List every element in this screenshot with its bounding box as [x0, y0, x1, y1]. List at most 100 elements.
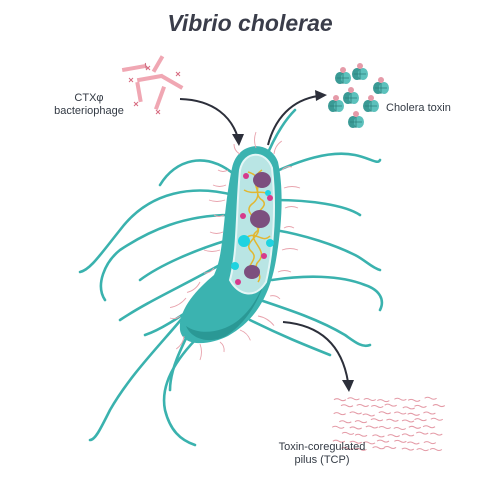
tcp-fragment — [422, 425, 436, 429]
phage-particle — [154, 86, 166, 110]
phage-particle — [121, 62, 147, 73]
pilus — [213, 214, 225, 217]
pilus — [169, 315, 181, 320]
cholera-toxin-molecules — [328, 63, 389, 128]
label-ctx-phage-line1: CTXφ — [74, 92, 104, 104]
pilus — [239, 329, 251, 341]
label-ctx-phage: CTXφ bacteriophage — [34, 92, 144, 118]
pilus — [284, 206, 299, 209]
tcp-fragment — [347, 397, 360, 401]
flagellum — [88, 313, 187, 442]
tcp-fragment — [393, 411, 407, 415]
flagellum — [158, 159, 237, 187]
tcp-fragment — [383, 445, 397, 449]
tcp-fragment — [430, 417, 444, 421]
tcp-fragment — [333, 398, 347, 402]
tcp-fragment — [414, 404, 427, 408]
phage-particle — [160, 74, 184, 90]
tcp-fragment — [386, 418, 399, 422]
tcp-fragment — [333, 412, 346, 416]
tcp-fragment — [378, 425, 392, 429]
toxin-molecule — [335, 67, 351, 84]
toxin-molecule — [328, 95, 344, 112]
pilus — [233, 143, 241, 155]
toxin-molecule — [348, 111, 364, 128]
granule — [250, 210, 270, 228]
tcp-fragment — [429, 447, 443, 451]
tcp-fragment — [407, 441, 420, 445]
tcp-fragment — [401, 433, 415, 437]
granule — [253, 172, 271, 188]
tcp-fragment — [354, 433, 368, 437]
pilus — [257, 315, 275, 326]
tcp-fragment — [370, 418, 384, 422]
pilus — [273, 140, 283, 155]
tcp-fragment — [401, 447, 415, 451]
tcp-fragment — [408, 425, 422, 429]
granules — [231, 172, 274, 285]
flagellum — [138, 238, 230, 282]
pilus — [169, 297, 187, 309]
tcp-fragment — [377, 399, 390, 403]
flagellum — [270, 275, 384, 312]
toxin-molecule — [363, 95, 379, 112]
pilus — [269, 295, 281, 300]
tcp-fragment — [362, 413, 375, 417]
ctx-phage-particles — [121, 55, 184, 115]
tcp-fragment — [341, 431, 355, 435]
label-cholera-toxin: Cholera toxin — [386, 102, 451, 114]
tcp-fragment — [424, 396, 437, 400]
tcp-fragment — [407, 398, 421, 402]
dna-strand — [245, 234, 271, 240]
tcp-fragment — [340, 404, 354, 408]
flagellum — [118, 260, 227, 322]
diagram-title: Vibrio cholerae — [167, 10, 333, 36]
tcp-fragment — [332, 439, 346, 443]
flagellum — [266, 152, 382, 177]
granule-cyan — [265, 190, 271, 196]
pilus — [212, 184, 227, 187]
tcp-fragment — [393, 427, 407, 431]
arrow-phage-to-cell-head — [232, 134, 244, 146]
granule — [244, 265, 260, 279]
granule-magenta — [267, 195, 273, 201]
pilus — [277, 270, 292, 273]
tcp-fragment — [370, 404, 384, 408]
tcp-fragment — [402, 406, 416, 410]
pilus — [208, 199, 226, 202]
arrow-cell-to-tcp — [282, 321, 349, 383]
tcp-fragment — [401, 419, 415, 423]
tcp-fragment — [376, 439, 390, 443]
flagellum — [78, 189, 235, 274]
granule-cyan — [231, 262, 239, 270]
tcp-fragment — [349, 440, 363, 444]
arrow-cell-to-toxin — [267, 95, 319, 146]
arrow-phage-to-cell — [179, 98, 239, 139]
pilus — [254, 131, 257, 149]
pilus — [186, 281, 201, 293]
arrows — [179, 90, 354, 392]
tcp-fragment — [387, 434, 400, 438]
arrow-cell-to-tcp-head — [342, 380, 354, 392]
granule-magenta — [240, 213, 246, 219]
pilus — [175, 335, 185, 350]
label-tcp-line2: pilus (TCP) — [294, 454, 350, 466]
tcp-fragment — [432, 404, 446, 408]
phage-particle — [135, 81, 143, 103]
tcp-fragment — [356, 403, 369, 407]
arrow-cell-to-toxin-head — [315, 90, 327, 101]
toxin-molecule — [352, 63, 368, 80]
toxin-molecule — [373, 77, 389, 94]
cell-shadow — [186, 270, 268, 341]
tcp-fragment — [331, 425, 345, 429]
tcp-fragment — [407, 412, 420, 416]
tcp-fragment — [414, 418, 427, 422]
granule-magenta — [261, 253, 267, 259]
tcp-fragment — [363, 398, 377, 402]
pilus — [203, 249, 221, 252]
tcp-fragment — [365, 425, 379, 429]
pilus — [281, 248, 299, 251]
tcp-fragment — [416, 448, 429, 452]
tcp-fragment — [394, 397, 407, 401]
